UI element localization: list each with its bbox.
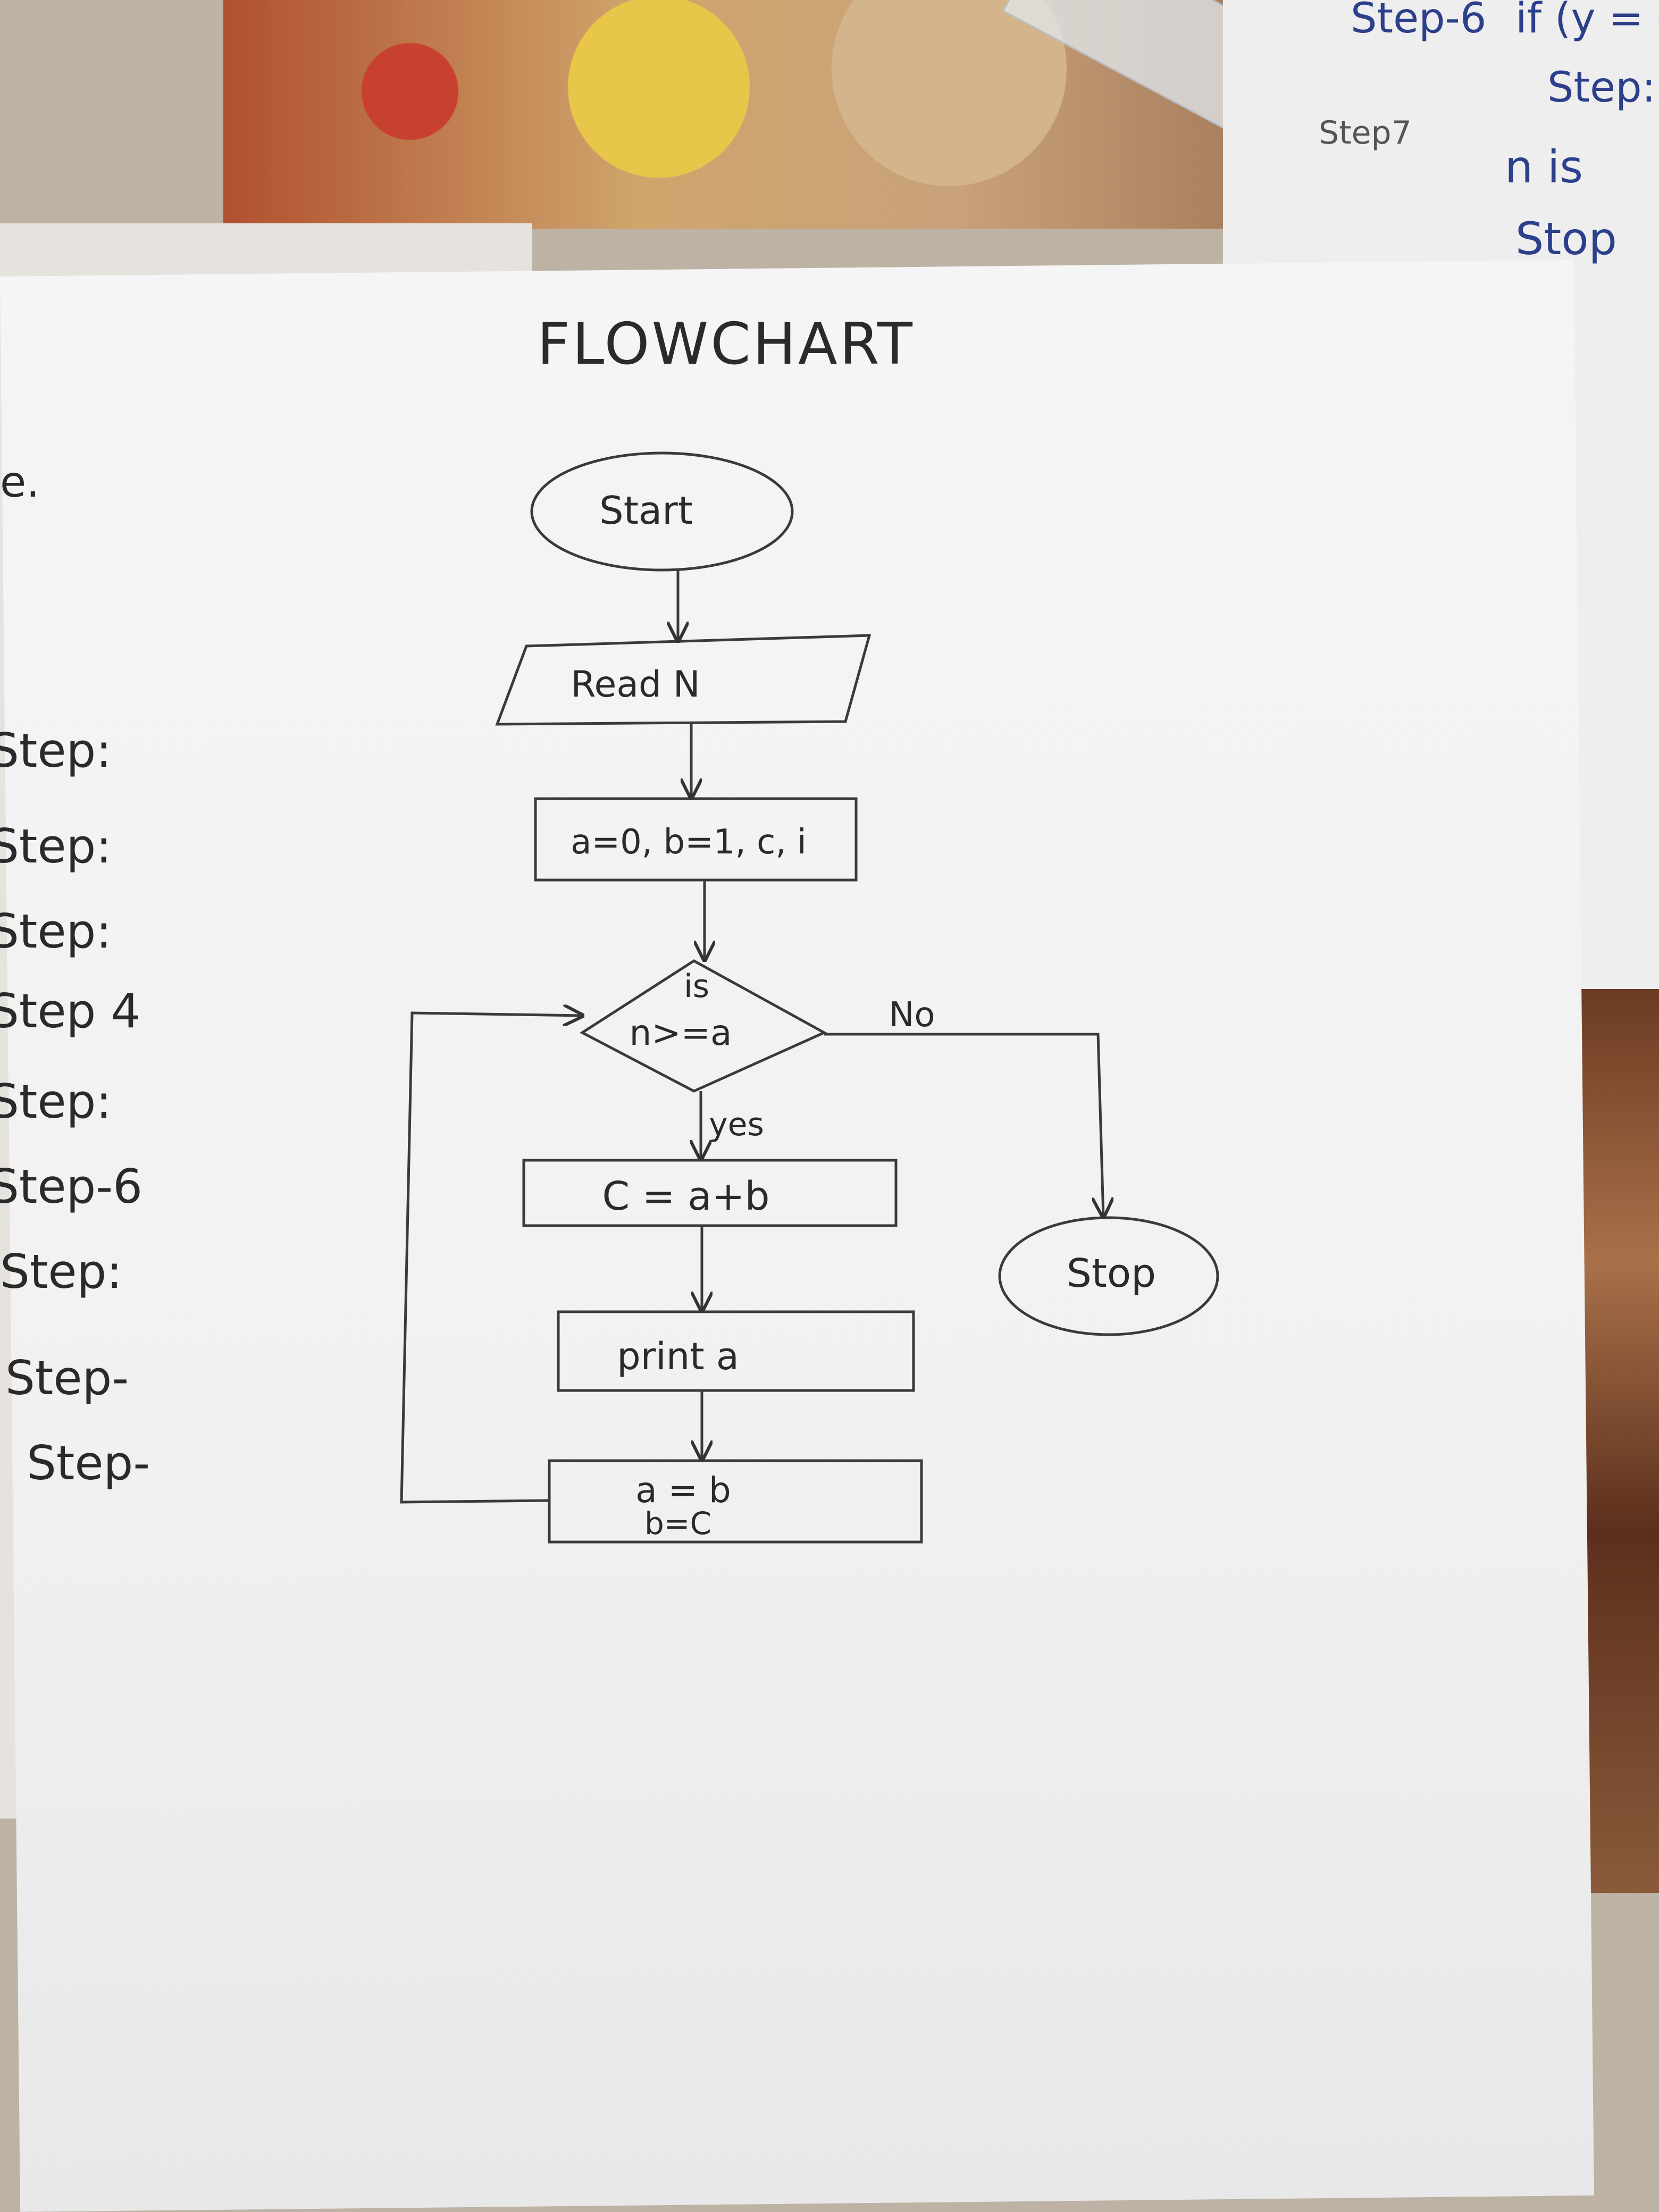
yes-label: yes: [709, 1106, 764, 1143]
update-label-line2: b=C: [644, 1505, 711, 1541]
decision-diamond: [580, 959, 827, 1093]
top-note-3: Step7: [1319, 114, 1412, 152]
print-label: print a: [617, 1335, 739, 1378]
left-note-4: Step 4: [0, 984, 141, 1038]
decision-label-line1: is: [684, 968, 709, 1005]
left-note-5: Step:: [0, 1074, 112, 1129]
update-label-line1: a = b: [635, 1470, 731, 1511]
top-note-5: Stop: [1515, 213, 1617, 265]
input-label: Read N: [571, 664, 700, 706]
left-note-3: Step:: [0, 904, 112, 959]
init-label: a=0, b=1, c, i: [571, 823, 807, 862]
left-note-6: Step-6: [0, 1159, 143, 1214]
decision-label-line2: n>=a: [630, 1012, 732, 1053]
left-note-1: Step:: [0, 723, 112, 778]
stop-label: Stop: [1067, 1251, 1156, 1296]
top-note-1: if (y = c: [1515, 0, 1659, 43]
left-note-7: Step:: [0, 1244, 123, 1299]
flowchart-title: FLOWCHART: [537, 311, 915, 378]
left-note-2: Step:: [0, 819, 112, 874]
left-note-8: Step-: [5, 1351, 129, 1405]
update-process-box: [548, 1459, 923, 1544]
top-note-4: n is: [1505, 141, 1583, 193]
no-label: No: [889, 995, 935, 1035]
left-note-9: Step-: [27, 1436, 150, 1490]
left-note-0: e.: [0, 457, 40, 507]
edge-loop-back: [400, 1013, 582, 1504]
start-label: Start: [599, 488, 693, 533]
start-terminal: [530, 451, 794, 572]
edge-decision-stop: [824, 1033, 1103, 1217]
sum-label: C = a+b: [602, 1174, 769, 1219]
print-process-box: [557, 1310, 915, 1392]
top-note-2: Step:: [1547, 64, 1656, 112]
input-parallelogram: [495, 634, 872, 726]
top-note-0: Step-6: [1351, 0, 1487, 43]
